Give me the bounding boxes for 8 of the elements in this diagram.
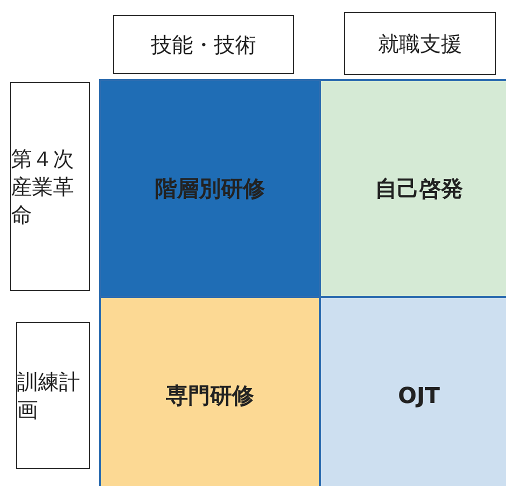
matrix-cell: 専門研修 xyxy=(99,296,321,486)
matrix-cell: 自己啓発 xyxy=(319,79,506,298)
matrix-cell: OJT xyxy=(319,296,506,486)
row-header: 第４次産業革命 xyxy=(10,82,90,291)
column-header: 就職支援 xyxy=(344,12,496,75)
column-header: 技能・技術 xyxy=(113,15,294,74)
row-header: 訓練計画 xyxy=(16,322,90,469)
matrix-cell: 階層別研修 xyxy=(99,79,321,298)
